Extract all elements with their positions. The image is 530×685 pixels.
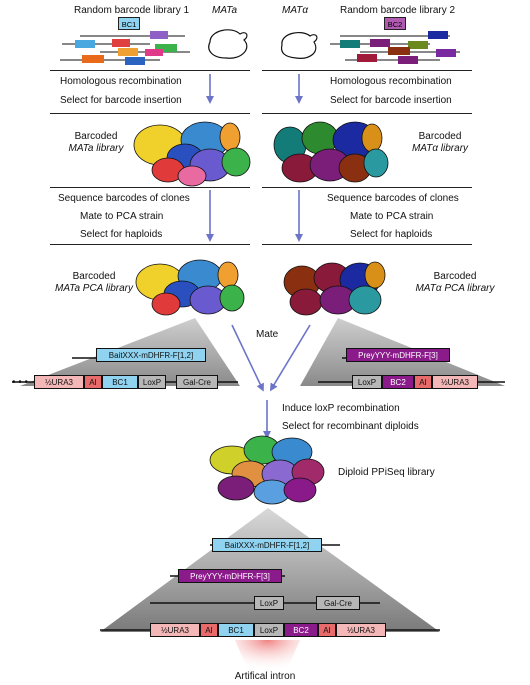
mata-library-cells xyxy=(133,121,251,187)
final-loxp-box: LoxP xyxy=(254,596,284,610)
step-text: Select for recombinant diploids xyxy=(282,421,419,432)
divider xyxy=(50,113,250,114)
half-ura3-box: ½URA3 xyxy=(34,375,84,389)
matalpha-library-title: Barcoded xyxy=(418,131,462,142)
step-text: Sequence barcodes of clones xyxy=(58,193,190,204)
mata-library-subtitle: MATa library xyxy=(68,143,124,154)
step-text: Select for haploids xyxy=(350,229,433,240)
matalpha-strain-label: MATα xyxy=(282,5,309,16)
divider xyxy=(50,244,250,245)
matalpha-pca-title: Barcoded xyxy=(433,271,477,282)
final-bc1-box: BC1 xyxy=(218,623,254,637)
divider xyxy=(50,70,250,71)
ai-box: AI xyxy=(84,375,102,389)
library-1-label: Random barcode library 1 xyxy=(74,5,190,16)
loxp-box: LoxP xyxy=(138,375,166,389)
final-ai-box: AI xyxy=(318,623,336,637)
final-bait-box: BaitXXX-mDHFR-F[1,2] xyxy=(212,538,322,552)
matalpha-pca-subtitle: MATα PCA library xyxy=(415,283,495,294)
final-half-ura3-box: ½URA3 xyxy=(150,623,200,637)
final-ai-box: AI xyxy=(200,623,218,637)
divider xyxy=(262,113,472,114)
diploid-cells xyxy=(209,435,325,505)
step-text: Select for haploids xyxy=(80,229,163,240)
mata-pca-subtitle: MATa PCA library xyxy=(55,283,133,294)
mata-strain-label: MATa xyxy=(212,5,238,16)
ai-box: AI xyxy=(414,375,432,389)
intron-glow xyxy=(235,640,300,675)
barcode-library-2-graphic xyxy=(280,31,460,64)
prey-box: PreyYYY-mDHFR-F[3] xyxy=(346,348,450,362)
bc1-box: BC1 xyxy=(102,375,138,389)
step-text: Homologous recombination xyxy=(330,76,452,87)
step-text: Mate to PCA strain xyxy=(80,211,164,222)
gal-cre-box: Gal-Cre xyxy=(176,375,218,389)
step-text: Select for barcode insertion xyxy=(60,95,182,106)
loxp-box: LoxP xyxy=(352,375,382,389)
half-ura3-box: ½URA3 xyxy=(432,375,478,389)
bc2-box: BC2 xyxy=(382,375,414,389)
intron-label: Artifical intron xyxy=(234,671,296,682)
step-text: Homologous recombination xyxy=(60,76,182,87)
bc1-tag: BC1 xyxy=(118,17,140,30)
step-text: Induce loxP recombination xyxy=(282,403,400,414)
bait-box: BaitXXX-mDHFR-F[1,2] xyxy=(96,348,206,362)
matalpha-library-subtitle: MATα library xyxy=(411,143,469,154)
final-half-ura3-box: ½URA3 xyxy=(336,623,386,637)
mata-pca-title: Barcoded xyxy=(72,271,116,282)
matalpha-pca-cells xyxy=(283,261,386,316)
divider xyxy=(262,187,472,188)
mata-pca-cells xyxy=(135,259,245,316)
library-2-label: Random barcode library 2 xyxy=(340,5,456,16)
barcode-library-1-graphic xyxy=(60,29,248,65)
divider xyxy=(262,70,472,71)
final-bc2-box: BC2 xyxy=(284,623,318,637)
step-text: Sequence barcodes of clones xyxy=(327,193,459,204)
matalpha-library-cells xyxy=(273,121,389,183)
divider xyxy=(262,244,472,245)
bc2-tag: BC2 xyxy=(384,17,406,30)
mate-label: Mate xyxy=(256,329,279,340)
step-text: Select for barcode insertion xyxy=(330,95,452,106)
step-text: Mate to PCA strain xyxy=(350,211,434,222)
final-prey-box: PreyYYY-mDHFR-F[3] xyxy=(178,569,282,583)
mata-library-title: Barcoded xyxy=(74,131,118,142)
final-gal-cre-box: Gal-Cre xyxy=(316,596,360,610)
step-arrows xyxy=(206,74,311,439)
divider xyxy=(50,187,250,188)
diploid-label: Diploid PPiSeq library xyxy=(338,467,435,478)
final-loxp-box: LoxP xyxy=(254,623,284,637)
svg-text:• • •: • • • xyxy=(12,377,29,388)
